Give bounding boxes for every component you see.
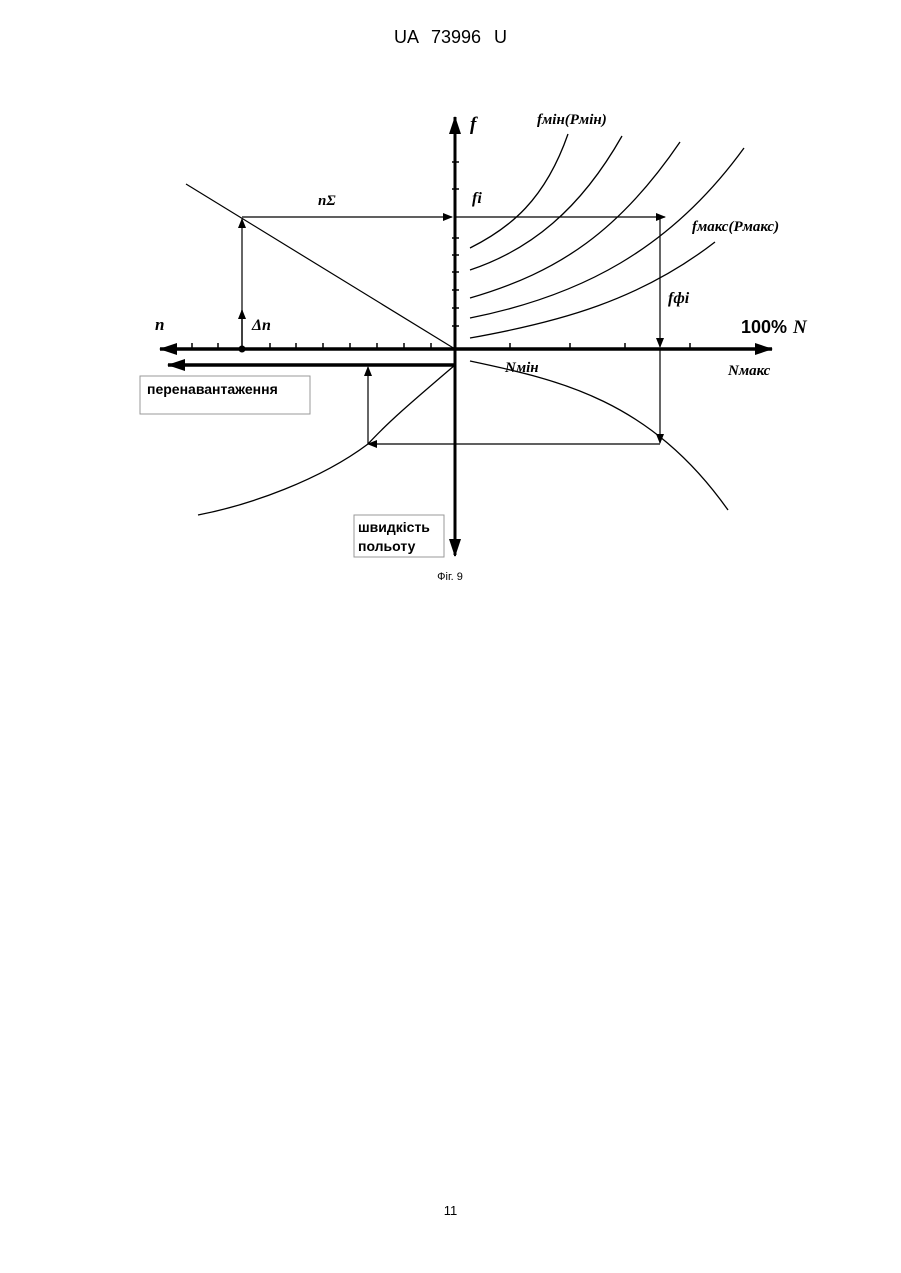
N-curve — [470, 361, 728, 510]
overload-label: перенавантаження — [147, 381, 278, 397]
N-min-label: Nмін — [504, 360, 539, 376]
f-axis-label: f — [470, 114, 478, 135]
delta-n-point — [239, 346, 246, 353]
f-min-label: fмін(Pмін) — [537, 112, 607, 128]
speed-label-line2: польоту — [358, 538, 416, 554]
delta-n-label: Δn — [251, 317, 271, 334]
n-axis-label: n — [155, 315, 164, 334]
n-sigma-label: nΣ — [318, 193, 336, 209]
f-curves — [470, 134, 744, 338]
fi-label: fі — [472, 190, 482, 207]
speed-label-line1: швидкість — [358, 519, 430, 535]
page-number: 11 — [0, 1203, 901, 1218]
percent-label: 100% — [741, 317, 787, 337]
f-max-label: fмакс(Pмакс) — [692, 219, 779, 235]
N-max-label: Nмакс — [727, 363, 771, 379]
ffi-label: fфі — [668, 290, 690, 307]
N-axis-label: N — [792, 317, 808, 338]
figure-caption: Фіг. 9 — [437, 571, 463, 583]
